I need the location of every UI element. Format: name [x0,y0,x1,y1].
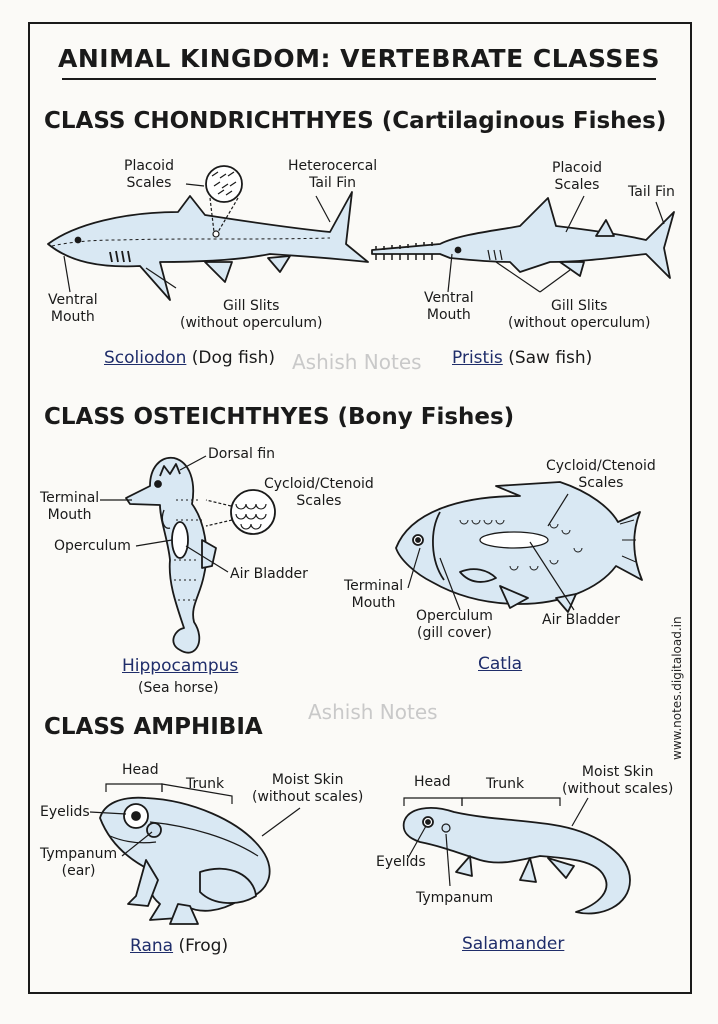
seahorse-common-name: (Sea horse) [138,680,219,696]
catla-label-operculum: Operculum (gill cover) [416,608,493,641]
salamander-label-trunk: Trunk [486,776,525,792]
catla-label-bladder: Air Bladder [542,612,620,628]
watermark-middle: Ashish Notes [308,700,438,724]
catla-label-mouth: Terminal Mouth [344,578,404,611]
seahorse-illustration [125,456,276,654]
salamander-label-skin: Moist Skin (without scales) [562,764,674,797]
heading-chondrichthyes: CLASS CHONDRICHTHYES (Cartilaginous Fish… [44,108,667,134]
sawfish-label-tail: Tail Fin [628,184,675,200]
frog-label-eyelids: Eyelids [40,804,90,820]
frog-name: Rana [130,936,174,956]
catla-label-scales: Cycloid/Ctenoid Scales [546,458,656,491]
watermark-top: Ashish Notes [292,350,422,374]
sawfish-name-row: Pristis (Saw fish) [452,348,592,368]
salamander-label-eyelids: Eyelids [376,854,426,870]
catla-name: Catla [478,654,523,674]
sawfish-label-placoid: Placoid Scales [552,160,602,193]
sawfish-name: Pristis [452,348,503,368]
salamander-name: Salamander [462,934,565,954]
sawfish-illustration [371,197,675,279]
seahorse-label-mouth: Terminal Mouth [40,490,100,523]
catla-illustration [395,481,643,613]
seahorse-label-bladder: Air Bladder [230,566,308,582]
frog-common-name: (Frog) [178,936,229,956]
dogfish-label-tail: Heterocercal Tail Fin [288,158,378,191]
side-url: www.notes.digitaload.in [670,616,684,760]
frog-label-skin: Moist Skin (without scales) [252,772,364,805]
dogfish-name-row: Scoliodon (Dog fish) [104,348,275,368]
salamander-illustration [402,807,631,915]
heading-amphibia: CLASS AMPHIBIA [44,714,263,740]
sawfish-label-mouth: Ventral Mouth [424,290,474,323]
seahorse-label-dorsal: Dorsal fin [208,446,276,462]
frog-label-trunk: Trunk [186,776,225,792]
seahorse-label-operculum: Operculum [54,538,131,554]
dogfish-illustration [47,165,369,301]
salamander-label-tympanum: Tympanum [416,890,494,906]
salamander-label-head: Head [414,774,451,790]
dogfish-label-placoid: Placoid Scales [124,158,174,191]
seahorse-label-scales: Cycloid/Ctenoid Scales [264,476,374,509]
page-border [28,22,692,994]
heading-osteichthyes: CLASS OSTEICHTHYES (Bony Fishes) [44,404,515,430]
title-underline [62,78,656,80]
sawfish-common-name: (Saw fish) [508,348,593,368]
sawfish-label-gills: Gill Slits (without operculum) [508,298,651,331]
frog-label-head: Head [122,762,159,778]
dogfish-label-gills: Gill Slits (without operculum) [180,298,323,331]
frog-illustration [99,796,271,925]
page-title: ANIMAL KINGDOM: VERTEBRATE CLASSES [58,44,660,73]
dogfish-common-name: (Dog fish) [191,348,276,368]
frog-name-row: Rana (Frog) [130,936,228,956]
dogfish-label-mouth: Ventral Mouth [48,292,98,325]
dogfish-name: Scoliodon [104,348,187,368]
seahorse-name: Hippocampus [122,656,239,676]
frog-label-tympanum: Tympanum (ear) [40,846,118,879]
